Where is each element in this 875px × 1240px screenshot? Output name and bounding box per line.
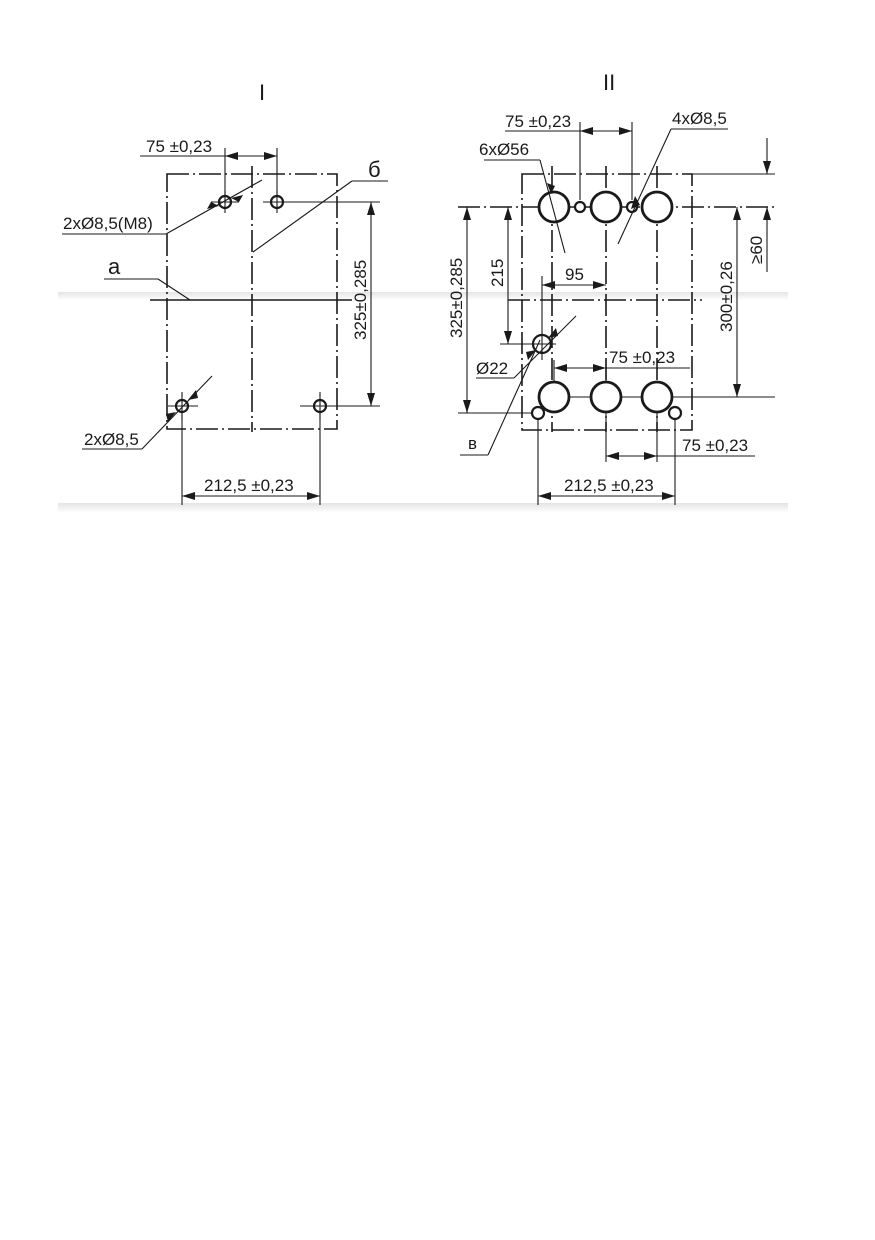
view-2-hole-22-label: Ø22	[476, 359, 508, 378]
view-2-dim-height-right: 300±0,26	[717, 261, 736, 332]
view-2-dim-215: 215	[488, 259, 507, 287]
view-2-small-hole-bottom-left	[530, 405, 546, 421]
view-1: I 75 ±0,23 2xØ8,5(M8)	[62, 80, 388, 505]
view-2-dim-top: 75 ±0,23	[505, 112, 571, 131]
view-1-callout-a: а	[108, 254, 121, 279]
view-1-holes-bottom-label: 2xØ8,5	[84, 430, 139, 449]
view-2-big-hole-bottom-2	[589, 380, 623, 414]
view-2-outline	[521, 173, 693, 431]
view-2-dim-right-bottom: 75 ±0,23	[682, 436, 748, 455]
view-2-title: II	[603, 70, 615, 95]
view-2-dim-bottom: 212,5 ±0,23	[564, 476, 654, 495]
view-2-big-hole-bottom-3	[640, 380, 674, 414]
scan-band-top	[58, 292, 788, 300]
view-2-small-hole-bottom-right	[667, 405, 683, 421]
view-2-dim-95: 95	[565, 265, 584, 284]
view-2-small-hole-top-left	[573, 200, 587, 214]
view-2-dim-min: ≥60	[747, 236, 766, 264]
view-1-dim-bottom: 212,5 ±0,23	[204, 476, 294, 495]
view-2-callout-v: в	[468, 434, 477, 453]
view-1-dim-top: 75 ±0,23	[146, 137, 212, 156]
scan-band-bottom	[58, 503, 788, 513]
view-2-big-hole-top-1	[537, 190, 571, 224]
view-1-title: I	[259, 80, 265, 105]
view-2-holes-small-label: 4xØ8,5	[672, 109, 727, 128]
view-1-holes-top-label: 2xØ8,5(M8)	[63, 214, 153, 233]
view-2-dim-height-left: 325±0,285	[447, 258, 466, 338]
view-1-callout-b: б	[368, 157, 381, 182]
view-2-big-hole-top-2	[589, 190, 623, 224]
view-2-holes-big-label: 6xØ56	[479, 140, 529, 159]
view-2: II 75 ±0,23	[447, 70, 775, 505]
view-2-dim-mid: 75 ±0,23	[609, 348, 675, 367]
view-1-dim-height: 325±0,285	[351, 260, 370, 340]
view-2-big-hole-bottom-1	[537, 380, 571, 414]
view-2-big-hole-top-3	[640, 190, 674, 224]
